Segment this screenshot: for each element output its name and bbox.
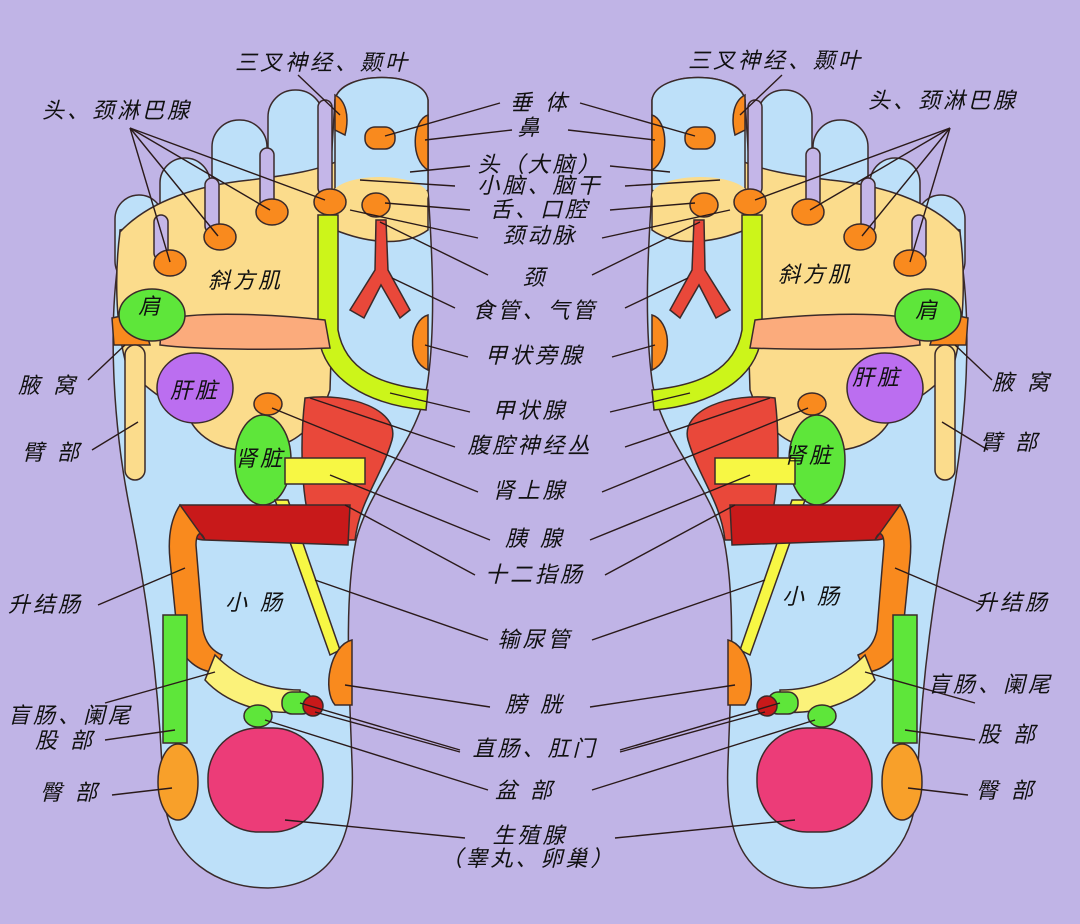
- left-label-kidney: 肾脏: [235, 447, 285, 472]
- left-label-lymph: 头、颈淋巴腺: [42, 99, 192, 124]
- label-bladder: 膀 胱: [505, 693, 565, 718]
- right-label-thigh: 股 部: [978, 723, 1039, 748]
- label-esophagus: 食管、气管: [472, 299, 597, 324]
- label-thyroid: 甲状腺: [492, 399, 567, 424]
- left-label-armpit: 腋 窝: [18, 374, 78, 399]
- left-label-thigh: 股 部: [35, 729, 96, 754]
- right-label-cecum: 盲肠、阑尾: [928, 673, 1053, 698]
- right-label-trapezius: 斜方肌: [778, 263, 853, 288]
- right-label-shoulder: 肩: [915, 299, 940, 324]
- label-gonad-detail: （睾丸、卵巢）: [440, 847, 615, 872]
- right-label-small-intestine: 小 肠: [782, 585, 842, 610]
- label-pancreas: 胰 腺: [505, 527, 565, 552]
- label-adrenal: 肾上腺: [492, 479, 567, 504]
- right-label-buttock: 臀 部: [976, 779, 1037, 804]
- right-label-trigeminal: 三叉神经、颞叶: [688, 49, 863, 74]
- label-duodenum: 十二指肠: [485, 563, 585, 588]
- label-celiac-plexus: 腹腔神经丛: [467, 434, 592, 459]
- right-label-kidney: 肾脏: [784, 444, 834, 469]
- label-cerebellum: 小脑、脑干: [477, 174, 602, 199]
- left-label-small-intestine: 小 肠: [225, 591, 285, 616]
- left-label-shoulder: 肩: [138, 295, 163, 320]
- left-label-cecum: 盲肠、阑尾: [8, 704, 133, 729]
- right-label-liver: 肝脏: [852, 366, 902, 391]
- right-label-ascending-colon: 升结肠: [975, 591, 1050, 616]
- label-parathyroid: 甲状旁腺: [485, 344, 585, 369]
- left-label-trapezius: 斜方肌: [208, 269, 283, 294]
- label-carotid: 颈动脉: [502, 224, 577, 249]
- left-label-ascending-colon: 升结肠: [8, 593, 83, 618]
- left-label-buttock: 臀 部: [40, 781, 101, 806]
- left-label-trigeminal: 三叉神经、颞叶: [235, 51, 410, 76]
- label-nose: 鼻: [517, 116, 542, 141]
- label-gonad: 生殖腺: [492, 824, 567, 849]
- label-pelvis: 盆 部: [495, 779, 556, 804]
- right-label-arm: 臂 部: [980, 431, 1041, 456]
- left-label-arm: 臂 部: [22, 441, 83, 466]
- right-label-lymph: 头、颈淋巴腺: [868, 89, 1018, 114]
- label-head-brain: 头（大脑）: [477, 153, 602, 178]
- label-neck: 颈: [522, 266, 548, 291]
- right-label-armpit: 腋 窝: [992, 371, 1052, 396]
- label-tongue-mouth: 舌、口腔: [490, 198, 590, 223]
- label-pituitary: 垂 体: [510, 91, 570, 116]
- label-rectum-anus: 直肠、肛门: [472, 737, 597, 762]
- left-label-liver: 肝脏: [170, 379, 220, 404]
- label-ureter: 输尿管: [497, 628, 572, 653]
